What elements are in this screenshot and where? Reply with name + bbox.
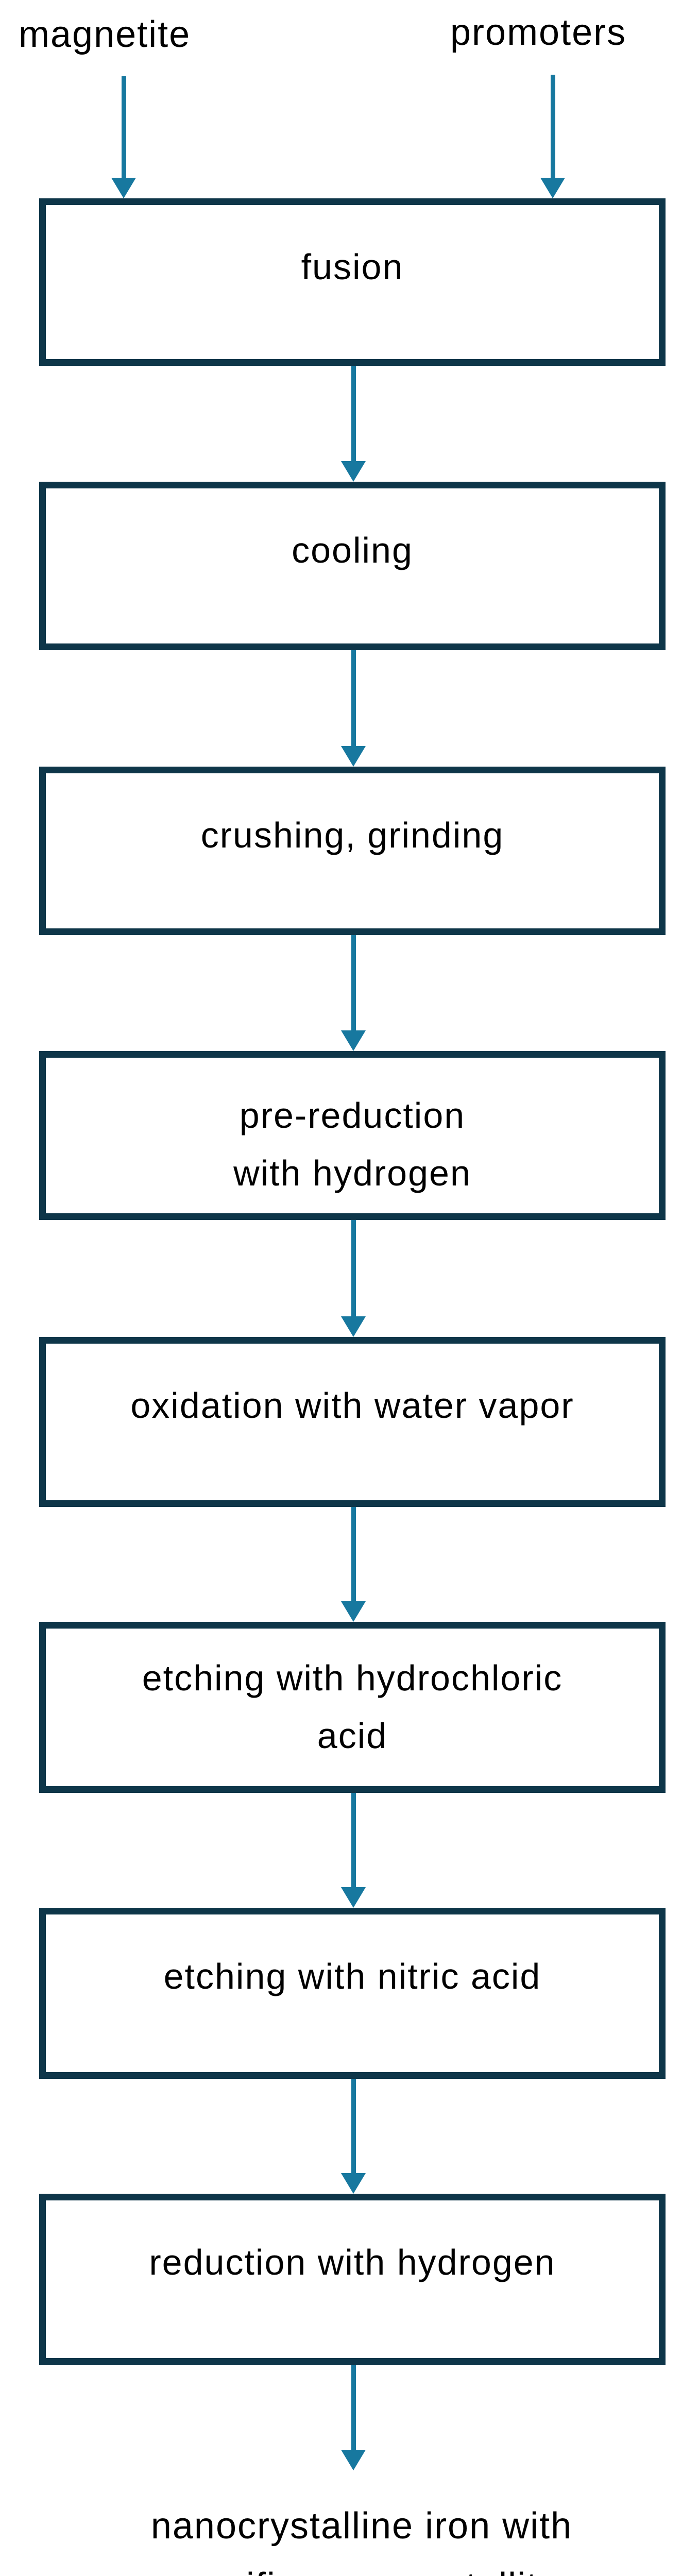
- down-arrow-icon: [341, 935, 366, 1051]
- process-box-oxidation: oxidation with water vapor: [39, 1337, 666, 1507]
- process-box-label: reduction with hydrogen: [149, 2242, 556, 2282]
- arrow-stem: [351, 2079, 356, 2173]
- arrow-head: [341, 1887, 366, 1908]
- arrow-stem: [351, 935, 356, 1030]
- down-arrow-icon: [341, 366, 366, 482]
- down-arrow-icon: [341, 1507, 366, 1622]
- down-arrow-icon: [341, 1220, 366, 1337]
- process-box-label: pre-reduction with hydrogen: [233, 1095, 471, 1193]
- process-box-label: etching with nitric acid: [163, 1956, 541, 1996]
- input-label-promoters: promoters: [450, 12, 627, 53]
- arrow-stem: [351, 2365, 356, 2450]
- process-box-label: etching with hydrochloric acid: [142, 1658, 563, 1756]
- down-arrow-icon: [540, 75, 565, 198]
- arrow-stem: [351, 1220, 356, 1316]
- process-box-label: fusion: [301, 247, 404, 287]
- process-box-etching-hydrochloric: etching with hydrochloric acid: [39, 1622, 666, 1793]
- arrow-head: [341, 746, 366, 767]
- arrow-stem: [351, 366, 356, 461]
- arrow-head: [341, 2450, 366, 2470]
- down-arrow-icon: [341, 650, 366, 767]
- input-label-magnetite: magnetite: [19, 14, 191, 55]
- process-box-fusion: fusion: [39, 198, 666, 366]
- down-arrow-icon: [341, 2079, 366, 2194]
- arrow-stem: [121, 76, 126, 178]
- process-box-label: crushing, grinding: [200, 815, 504, 855]
- output-caption: nanocrystalline iron with specific nanoc…: [150, 2505, 573, 2576]
- process-box-pre-reduction: pre-reduction with hydrogen: [39, 1051, 666, 1220]
- arrow-head: [111, 178, 136, 198]
- process-box-label: cooling: [292, 530, 413, 570]
- down-arrow-icon: [111, 76, 136, 198]
- arrow-head: [341, 2173, 366, 2194]
- down-arrow-icon: [341, 2365, 366, 2470]
- process-box-crushing-grinding: crushing, grinding: [39, 767, 666, 935]
- process-box-cooling: cooling: [39, 482, 666, 650]
- arrow-head: [341, 1030, 366, 1051]
- process-box-label: oxidation with water vapor: [130, 1385, 574, 1426]
- arrow-stem: [550, 75, 555, 178]
- arrow-head: [341, 1601, 366, 1622]
- arrow-head: [540, 178, 565, 198]
- process-box-reduction: reduction with hydrogen: [39, 2194, 666, 2365]
- arrow-stem: [351, 1793, 356, 1887]
- arrow-stem: [351, 650, 356, 746]
- arrow-head: [341, 1316, 366, 1337]
- process-box-etching-nitric: etching with nitric acid: [39, 1908, 666, 2079]
- down-arrow-icon: [341, 1793, 366, 1908]
- arrow-stem: [351, 1507, 356, 1601]
- arrow-head: [341, 461, 366, 482]
